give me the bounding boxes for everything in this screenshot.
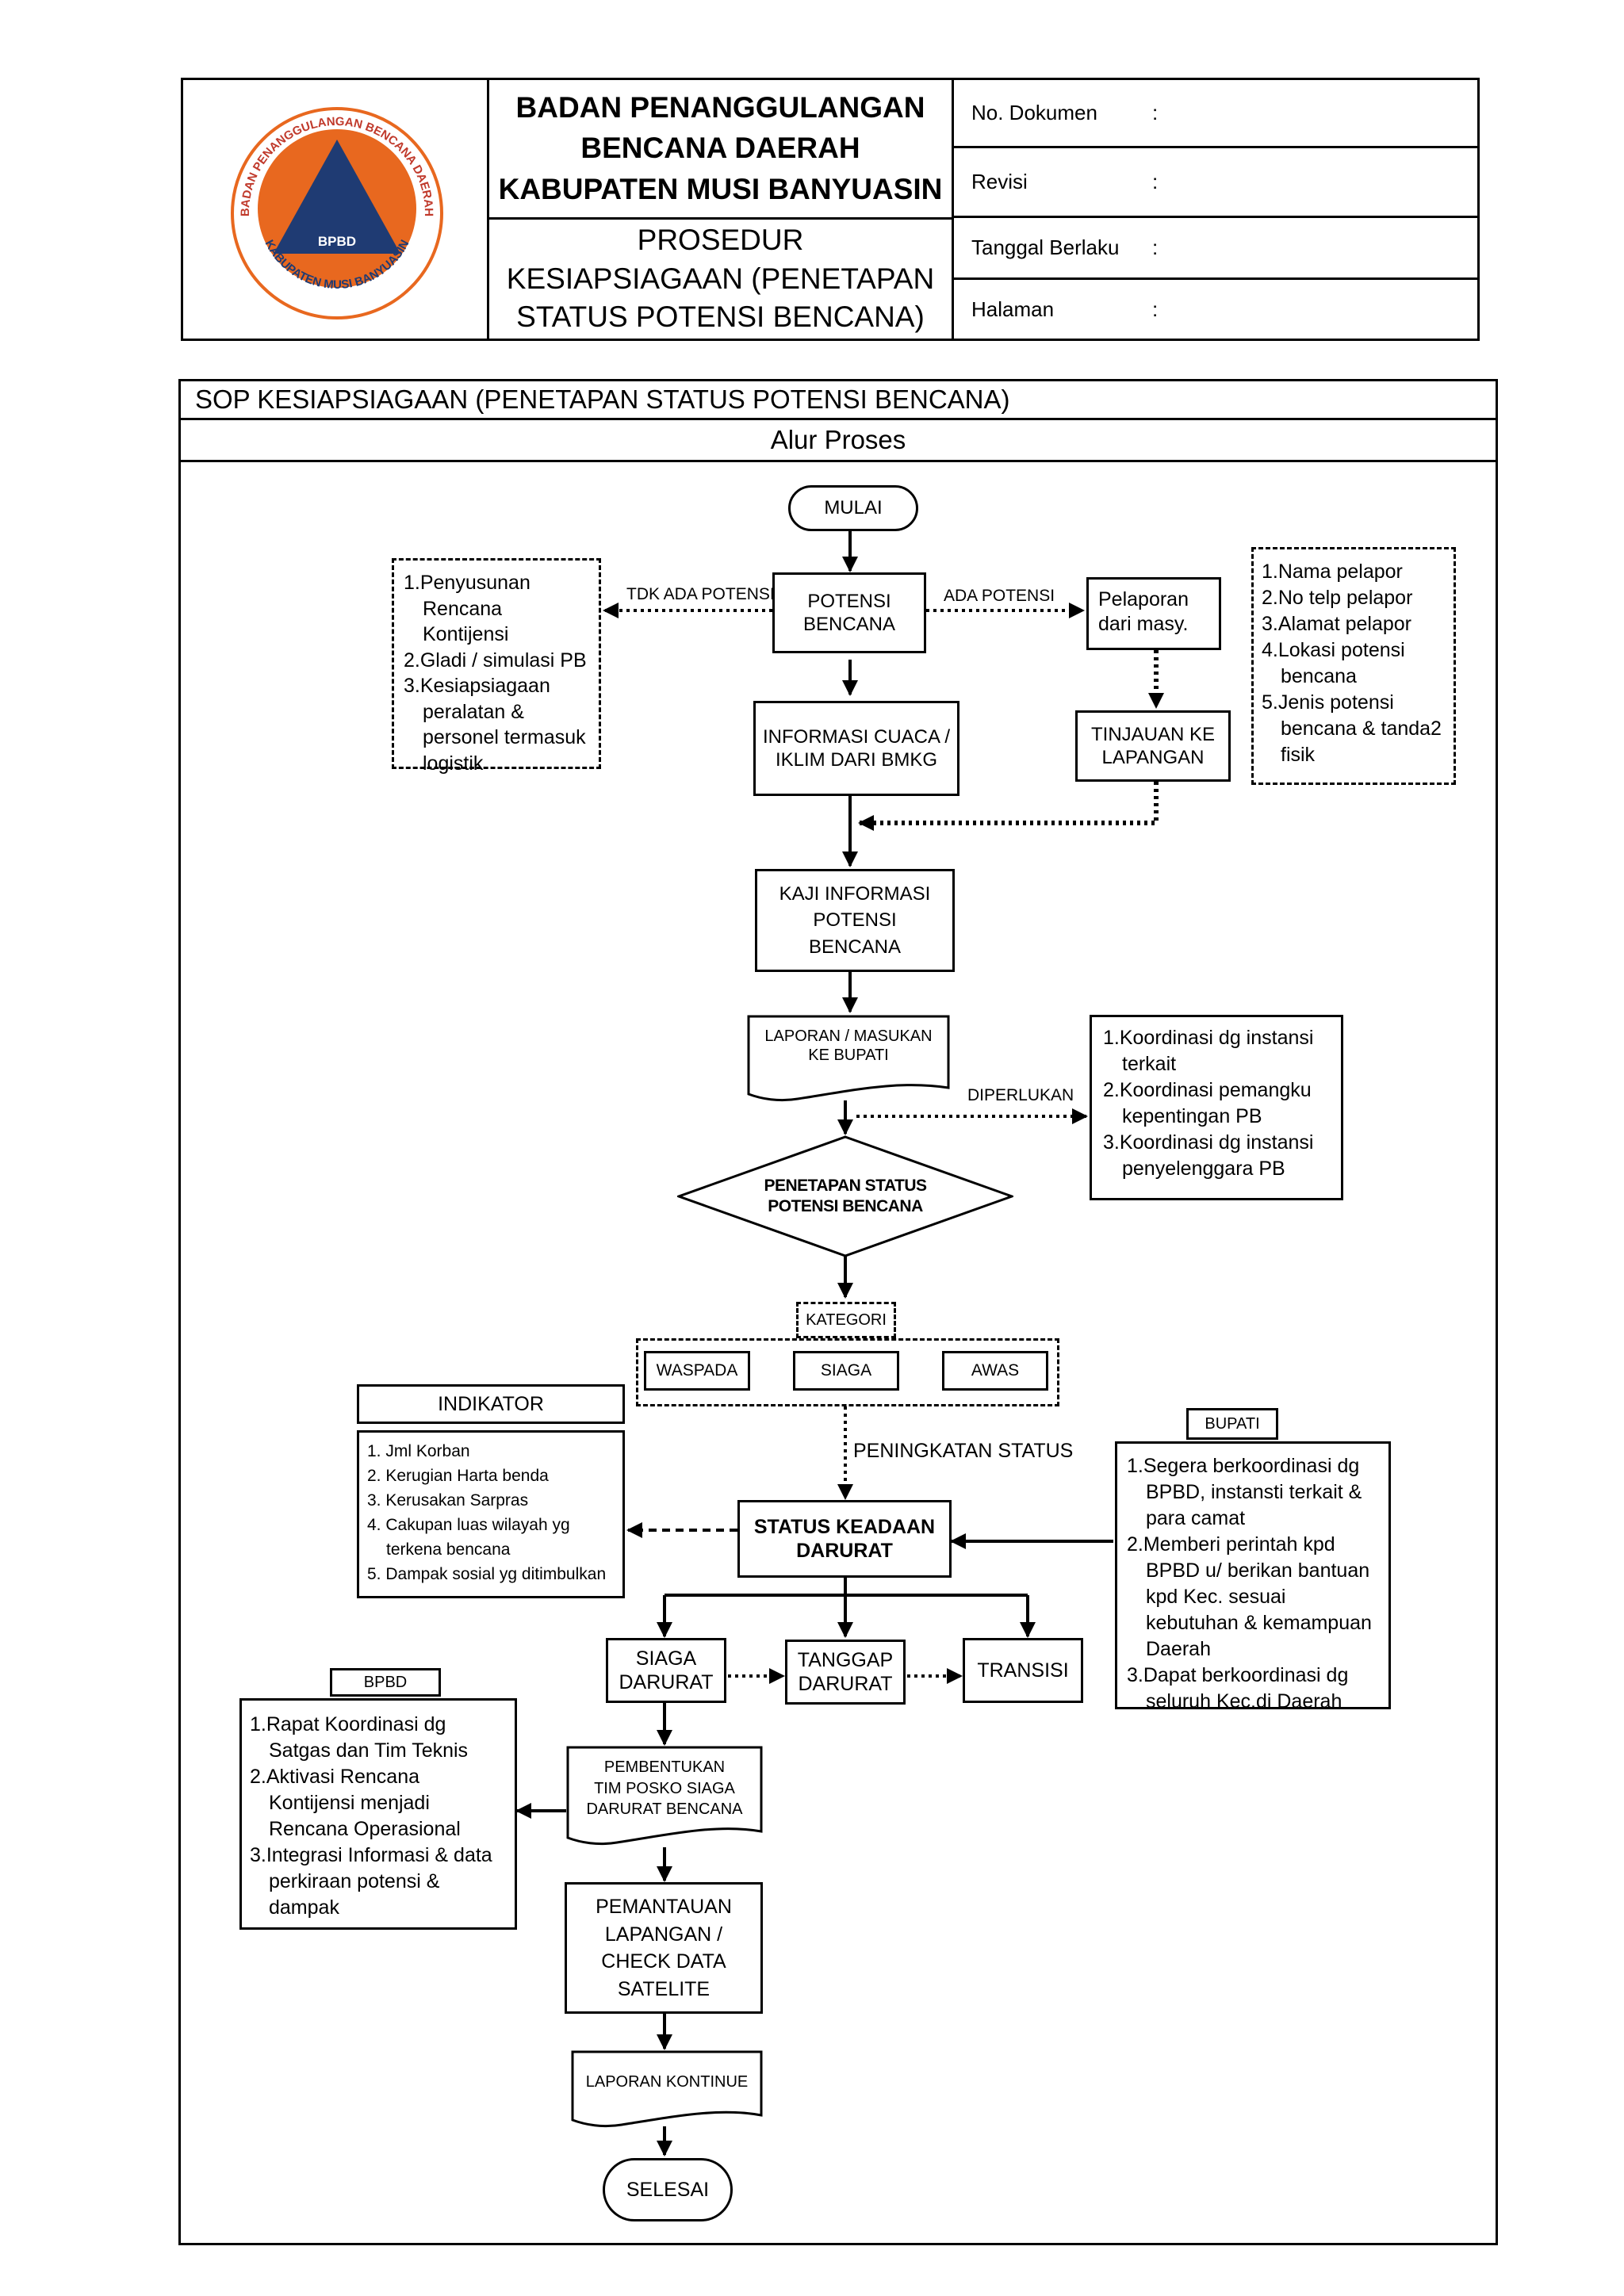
indikator-item: 2. Kerugian Harta benda bbox=[367, 1467, 549, 1486]
logo-center-text: BPBD bbox=[318, 234, 356, 249]
reporter-info-item: 3.Alamat pelapor bbox=[1262, 613, 1412, 635]
node-laporan-bupati: LAPORAN / MASUKAN KE BUPATI bbox=[747, 1015, 950, 1104]
header-divider-r1 bbox=[952, 146, 1480, 148]
node-informasi-cuaca: INFORMASI CUACA / IKLIM DARI BMKG bbox=[753, 701, 959, 796]
node-siaga-darurat: SIAGA DARURAT bbox=[606, 1638, 726, 1703]
header-divider-2 bbox=[952, 78, 954, 341]
node-status-keadaan-darurat: STATUS KEADAAN DARURAT bbox=[737, 1500, 952, 1578]
node-waspada: WASPADA bbox=[644, 1351, 750, 1391]
bupati-title: BUPATI bbox=[1186, 1408, 1278, 1440]
org-line-2: BENCANA DAERAH bbox=[580, 132, 860, 165]
node-mulai-label: MULAI bbox=[824, 497, 883, 519]
field-tanggal-berlaku: Tanggal Berlaku: bbox=[971, 235, 1159, 259]
sop-frame bbox=[178, 379, 1498, 2245]
sop-subtitle-row bbox=[178, 460, 1498, 462]
sop-title-row bbox=[178, 418, 1498, 420]
preparation-item: 3.Kesiapsiagaan peralatan & personel ter… bbox=[404, 675, 586, 775]
node-laporan-kontinue: LAPORAN KONTINUE bbox=[571, 2050, 763, 2130]
bpbd-list: 1.Rapat Koordinasi dg Satgas dan Tim Tek… bbox=[239, 1698, 517, 1930]
node-selesai: SELESAI bbox=[603, 2158, 733, 2221]
header-table bbox=[181, 78, 1480, 341]
bpbd-logo: BADAN PENANGGULANGAN BENCANA DAERAH BPBD… bbox=[225, 101, 449, 325]
reporter-info-item: 5.Jenis potensi bencana & tanda2 fisik bbox=[1262, 691, 1442, 766]
bupati-item: 2.Memberi perintah kpd BPBD u/ berikan b… bbox=[1127, 1533, 1372, 1660]
document-shape bbox=[566, 1746, 763, 1846]
node-laporan-bupati-label: LAPORAN / MASUKAN KE BUPATI bbox=[764, 1027, 933, 1064]
document-shape bbox=[747, 1015, 950, 1102]
sop-subtitle: Alur Proses bbox=[770, 425, 906, 454]
label-peningkatan-status: PENINGKATAN STATUS bbox=[853, 1440, 1074, 1462]
koordinasi-list: 1.Koordinasi dg instansi terkait 2.Koord… bbox=[1090, 1015, 1343, 1200]
koordinasi-item: 3.Koordinasi dg instansi penyelenggara P… bbox=[1103, 1131, 1314, 1180]
koordinasi-item: 1.Koordinasi dg instansi terkait bbox=[1103, 1027, 1314, 1075]
sop-title: SOP KESIAPSIAGAAN (PENETAPAN STATUS POTE… bbox=[195, 385, 1010, 414]
field-label: No. Dokumen bbox=[971, 100, 1097, 124]
field-label: Revisi bbox=[971, 170, 1028, 193]
node-tinjauan-lapangan: TINJAUAN KE LAPANGAN bbox=[1075, 710, 1231, 782]
node-pemantauan-lapangan: PEMANTAUAN LAPANGAN / CHECK DATA SATELIT… bbox=[565, 1882, 763, 2014]
node-laporan-kontinue-label: LAPORAN KONTINUE bbox=[585, 2072, 749, 2091]
kategori-label: KATEGORI bbox=[796, 1302, 896, 1338]
bpbd-item: 3.Integrasi Informasi & data perkiraan p… bbox=[250, 1844, 492, 1919]
node-mulai: MULAI bbox=[788, 485, 918, 531]
bupati-list: 1.Segera berkoordinasi dg BPBD, instanst… bbox=[1115, 1441, 1391, 1712]
indikator-item: 1. Jml Korban bbox=[367, 1442, 470, 1460]
indikator-item: 3. Kerusakan Sarpras bbox=[367, 1491, 529, 1510]
label-tdk-ada-potensi: TDK ADA POTENSI bbox=[626, 585, 775, 603]
reporter-info-list: 1.Nama pelapor 2.No telp pelapor 3.Alama… bbox=[1251, 547, 1456, 785]
node-potensi-bencana: POTENSI BENCANA bbox=[772, 572, 926, 653]
label-ada-potensi: ADA POTENSI bbox=[944, 587, 1055, 605]
bupati-item: 3.Dapat berkoordinasi dg seluruh Kec.di … bbox=[1127, 1664, 1349, 1712]
node-pelaporan-masyarakat: Pelaporan dari masy. bbox=[1086, 577, 1221, 650]
node-transisi: TRANSISI bbox=[963, 1638, 1083, 1703]
bpbd-item: 1.Rapat Koordinasi dg Satgas dan Tim Tek… bbox=[250, 1713, 469, 1762]
field-no-dokumen: No. Dokumen: bbox=[971, 100, 1159, 124]
field-halaman: Halaman: bbox=[971, 297, 1159, 321]
bupati-item: 1.Segera berkoordinasi dg BPBD, instanst… bbox=[1127, 1455, 1362, 1529]
field-label: Tanggal Berlaku bbox=[971, 235, 1120, 259]
node-penetapan-status: PENETAPAN STATUS POTENSI BENCANA bbox=[675, 1135, 1016, 1257]
node-penetapan-label: PENETAPAN STATUS POTENSI BENCANA bbox=[764, 1177, 927, 1215]
document-shape bbox=[571, 2050, 763, 2128]
preparation-list: 1.Penyusunan Rencana Kontijensi 2.Gladi … bbox=[392, 558, 601, 775]
org-line-1: BADAN PENANGGULANGAN bbox=[515, 91, 925, 124]
indikator-item: 5. Dampak sosial yg ditimbulkan bbox=[367, 1565, 607, 1584]
indikator-item: 4. Cakupan luas wilayah yg terkena benca… bbox=[367, 1516, 570, 1559]
bpbd-item: 2.Aktivasi Rencana Kontijensi menjadi Re… bbox=[250, 1766, 461, 1840]
koordinasi-item: 2.Koordinasi pemangku kepentingan PB bbox=[1103, 1079, 1312, 1127]
procedure-title: PROSEDUR KESIAPSIAGAAN (PENETAPAN STATUS… bbox=[506, 223, 935, 334]
org-name: BADAN PENANGGULANGAN BENCANA DAERAH KABU… bbox=[489, 79, 952, 217]
decision-diamond bbox=[675, 1135, 1016, 1257]
node-siaga: SIAGA bbox=[793, 1351, 899, 1391]
bpbd-title: BPBD bbox=[330, 1668, 441, 1697]
reporter-info-item: 4.Lokasi potensi bencana bbox=[1262, 639, 1405, 687]
node-kaji-informasi: KAJI INFORMASI POTENSI BENCANA bbox=[755, 869, 955, 972]
org-line-3: KABUPATEN MUSI BANYUASIN bbox=[498, 172, 943, 205]
indikator-list: 1. Jml Korban 2. Kerugian Harta benda 3.… bbox=[357, 1430, 625, 1598]
header-divider-r2 bbox=[952, 216, 1480, 218]
field-revisi: Revisi: bbox=[971, 170, 1159, 193]
preparation-item: 2.Gladi / simulasi PB bbox=[404, 649, 587, 672]
header-divider-r3 bbox=[952, 277, 1480, 280]
reporter-info-item: 1.Nama pelapor bbox=[1262, 561, 1403, 583]
preparation-item: 1.Penyusunan Rencana Kontijensi bbox=[404, 572, 530, 645]
logo-triangle-icon bbox=[274, 140, 400, 254]
field-label: Halaman bbox=[971, 297, 1055, 321]
indikator-title: INDIKATOR bbox=[357, 1384, 625, 1424]
node-tanggap-darurat: TANGGAP DARURAT bbox=[785, 1640, 906, 1705]
header-divider-h bbox=[487, 217, 953, 220]
header-divider-1 bbox=[487, 78, 489, 341]
node-awas: AWAS bbox=[942, 1351, 1048, 1391]
node-pembentukan-posko: PEMBENTUKAN TIM POSKO SIAGA DARURAT BENC… bbox=[566, 1746, 763, 1847]
label-diperlukan: DIPERLUKAN bbox=[967, 1086, 1074, 1104]
node-selesai-label: SELESAI bbox=[626, 2178, 710, 2201]
node-pembentukan-label: PEMBENTUKAN TIM POSKO SIAGA DARURAT BENC… bbox=[586, 1758, 743, 1819]
reporter-info-item: 2.No telp pelapor bbox=[1262, 587, 1413, 609]
